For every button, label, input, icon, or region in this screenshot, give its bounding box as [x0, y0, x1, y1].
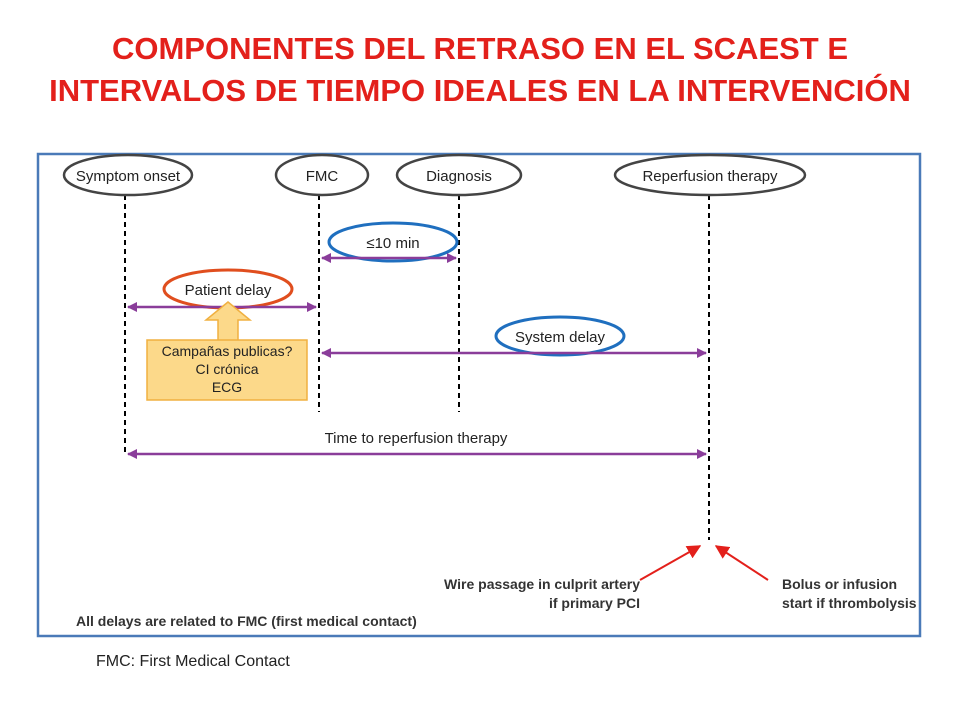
note-wire-passage: Wire passage in culprit artery if primar…	[444, 576, 640, 611]
title-line-1: COMPONENTES DEL RETRASO EN EL SCAEST E	[111, 31, 849, 66]
milestone-symptom-onset-label: Symptom onset	[76, 168, 181, 185]
milestone-diagnosis-label: Diagnosis	[426, 168, 492, 185]
interval-time-to-reperfusion: Time to reperfusion therapy	[127, 430, 707, 459]
callout-line-1: Campañas publicas?	[162, 343, 293, 359]
milestone-fmc-label: FMC	[306, 168, 339, 185]
interval-ten-min: ≤10 min	[321, 221, 459, 263]
milestone-fmc: FMC	[274, 153, 370, 197]
wire-note-line-2: if primary PCI	[549, 595, 640, 611]
milestone-reperfusion-therapy: Reperfusion therapy	[613, 153, 807, 197]
wire-passage-arrow	[639, 545, 702, 581]
note-bolus-infusion: Bolus or infusion start if thrombolysis	[782, 576, 917, 611]
intervention-callout: Campañas publicas? CI crónica ECG	[146, 301, 308, 401]
callout-box	[146, 339, 308, 401]
time-to-reperfusion-label: Time to reperfusion therapy	[325, 430, 508, 447]
bolus-note-line-2: start if thrombolysis	[782, 595, 917, 611]
bolus-note-line-1: Bolus or infusion	[782, 576, 897, 592]
all-delays-note: All delays are related to FMC (first med…	[76, 613, 417, 629]
wire-note-line-1: Wire passage in culprit artery	[444, 576, 640, 592]
slide-title: COMPONENTES DEL RETRASO EN EL SCAEST E I…	[0, 28, 960, 112]
system-delay-label: System delay	[515, 329, 606, 346]
patient-delay-label: Patient delay	[185, 282, 272, 299]
bolus-infusion-arrow	[714, 545, 769, 581]
callout-line-2: CI crónica	[195, 361, 258, 377]
milestone-reperfusion-label: Reperfusion therapy	[642, 168, 778, 185]
milestone-diagnosis: Diagnosis	[395, 153, 523, 197]
ten-min-label: ≤10 min	[366, 235, 419, 252]
footnote: FMC: First Medical Contact	[96, 653, 290, 670]
milestone-symptom-onset: Symptom onset	[62, 153, 194, 197]
interval-system-delay: System delay	[321, 315, 707, 358]
callout-line-3: ECG	[212, 379, 242, 395]
title-line-2: INTERVALOS DE TIEMPO IDEALES EN LA INTER…	[49, 73, 911, 108]
